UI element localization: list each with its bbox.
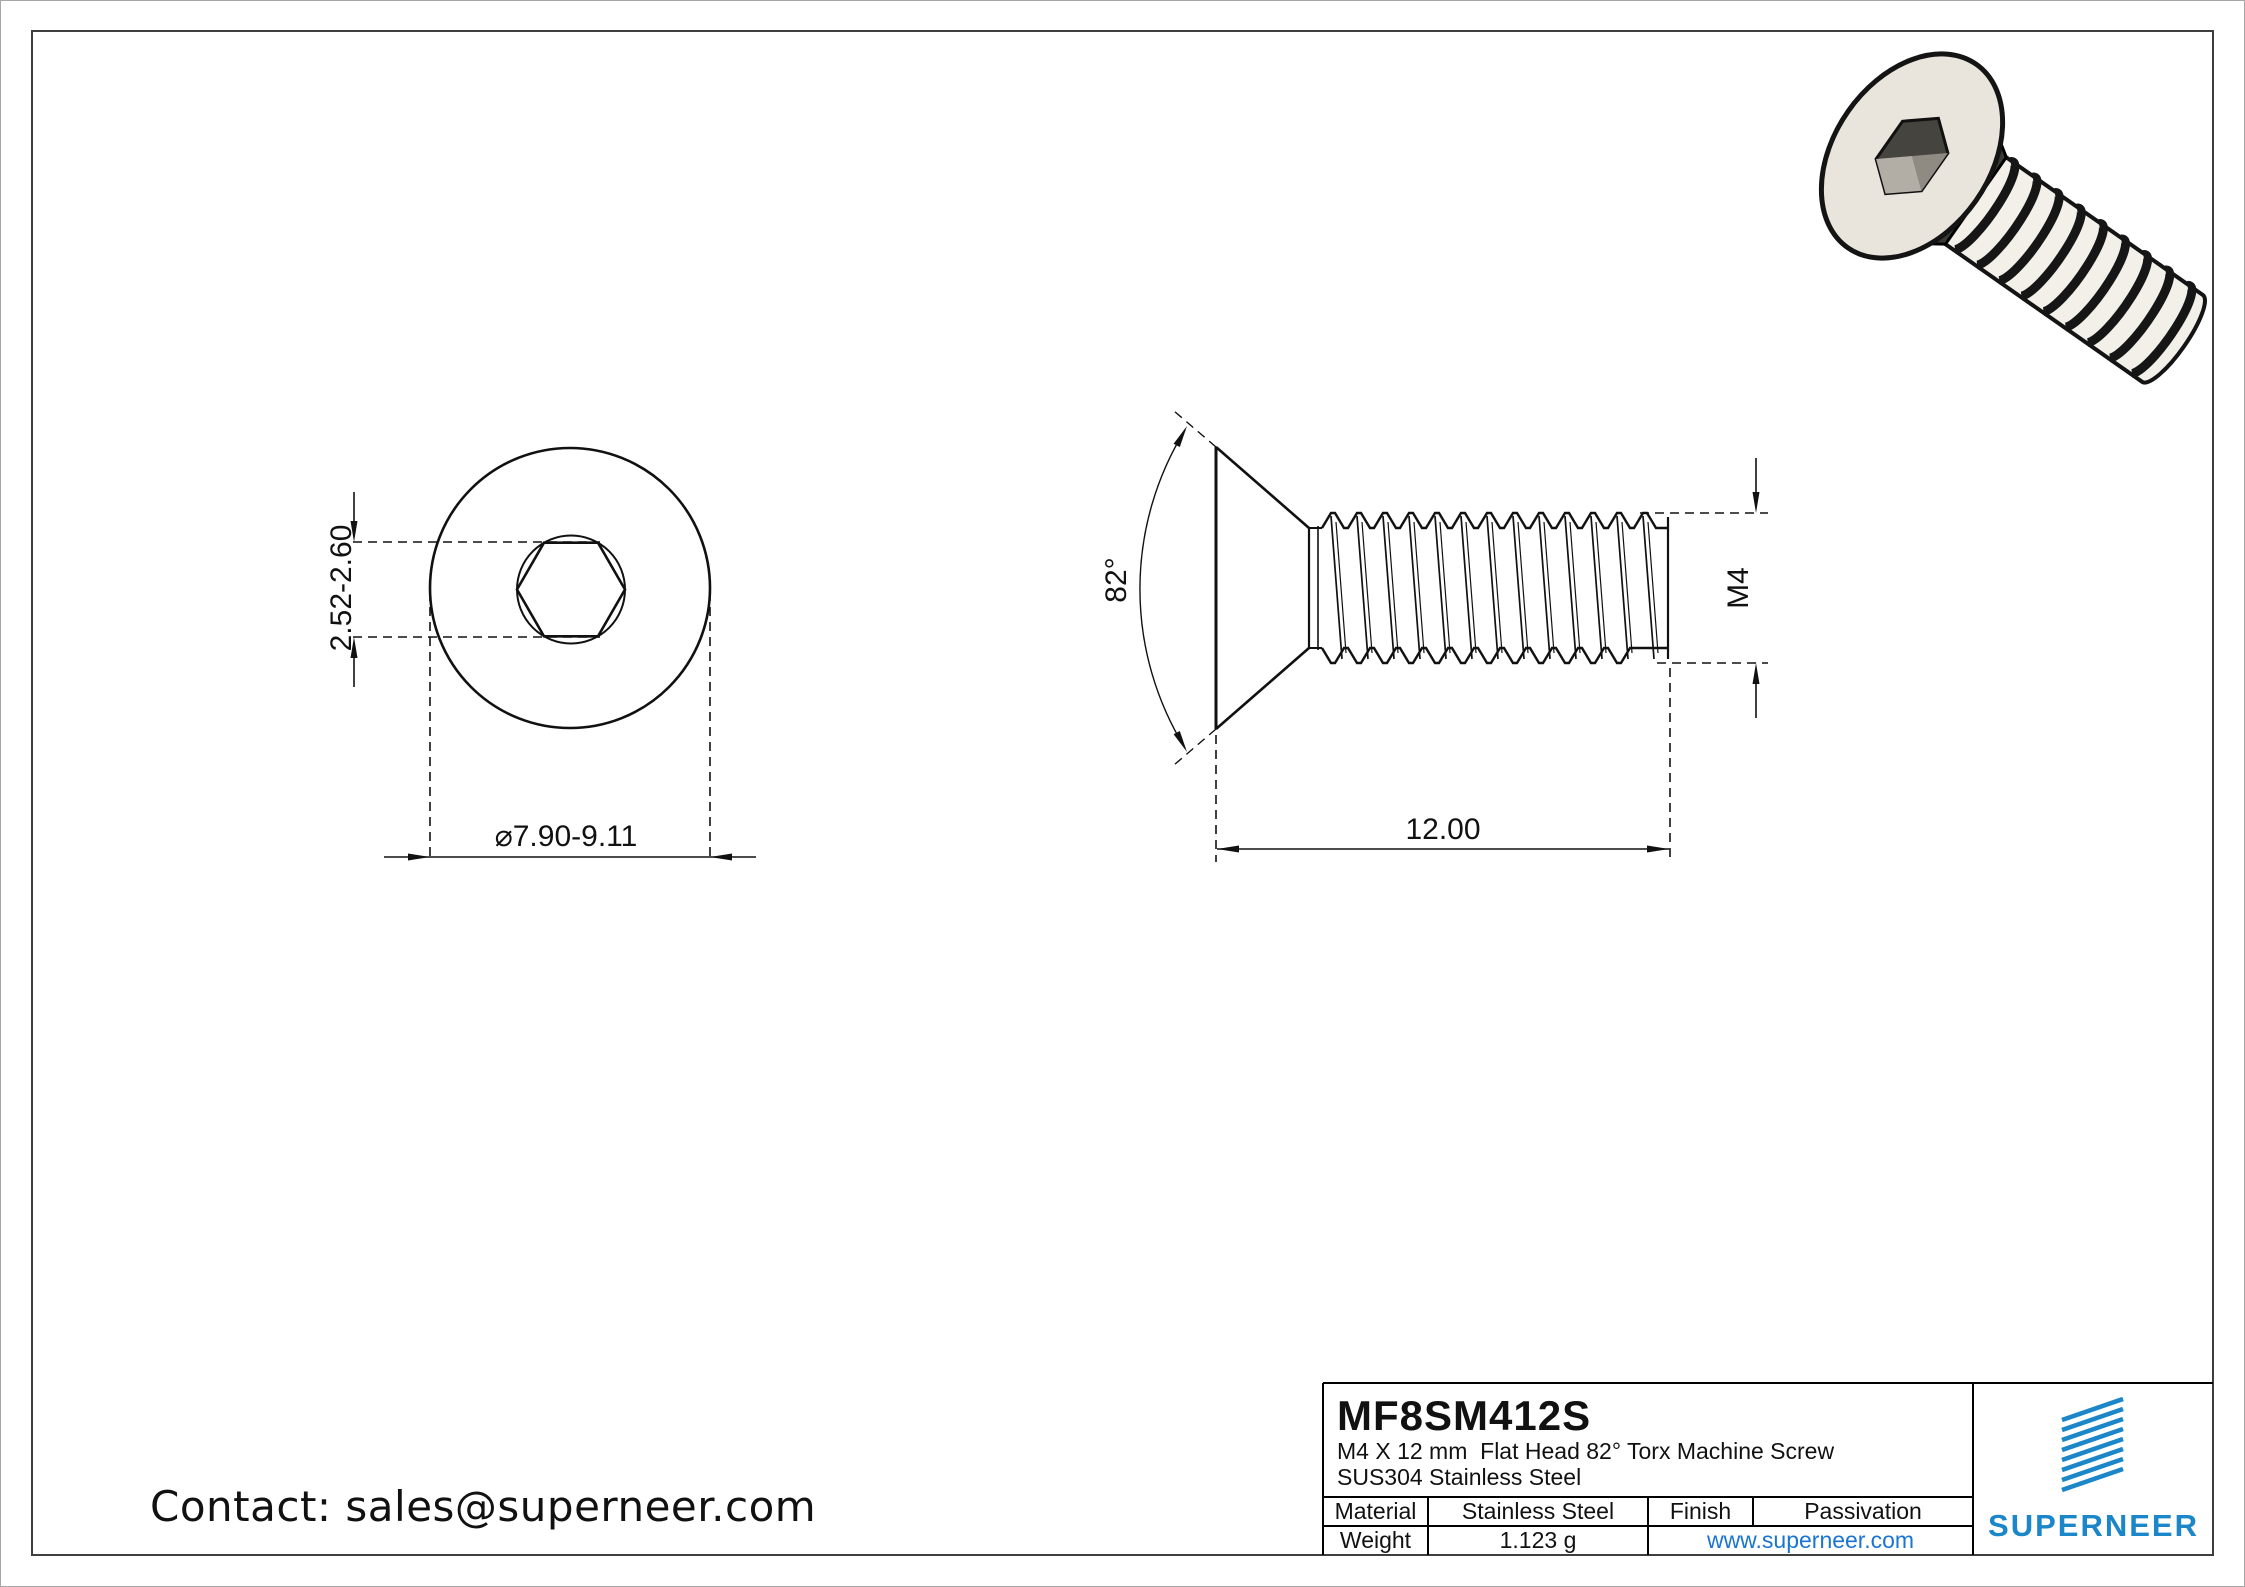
material-label: Material [1334,1498,1417,1524]
arrow-left-icon [1217,845,1239,853]
length-label: 12.00 [1405,813,1480,846]
arrow-up-icon [1752,663,1760,684]
screw-3d-render [1818,51,2207,385]
title-block-grid [1322,1382,2213,1555]
website-link[interactable]: www.superneer.com [1706,1527,1915,1553]
thread-bands [1954,157,2197,379]
brand-name: SUPERNEER [1988,1508,2199,1543]
thread-size-label: M4 [1722,567,1755,609]
weight-value: 1.123 g [1499,1527,1577,1553]
angle-dimension [1139,410,1217,766]
thread-size-dimension [1640,458,1768,718]
front-view [350,446,756,862]
socket-circle [516,534,626,645]
finish-value: Passivation [1804,1498,1922,1524]
thread-flanks [1330,515,1655,660]
socket-facet-mid [1912,153,1948,191]
angle-label: 82° [1100,557,1133,602]
thread-flanks-secondary [1335,521,1659,654]
socket-dimension-label: 2.52-2.60 [325,525,358,652]
description-line-2: SUS304 Stainless Steel [1337,1464,1582,1490]
side-view [1139,410,1768,862]
head-diameter-label: ⌀7.90-9.11 [495,819,638,854]
superneer-logo-icon [2061,1396,2124,1493]
arrow-up-icon [350,637,358,658]
head-diameter-dimension [384,592,756,862]
description-line-1: M4 X 12 mm Flat Head 82° Torx Machine Sc… [1337,1438,1835,1464]
socket-dimension [353,492,600,687]
arrow-down-icon [350,521,358,542]
contact-email-text: Contact: sales@superneer.com [150,1482,817,1531]
length-dimension [1215,668,1671,862]
finish-label: Finish [1669,1498,1732,1524]
part-number: MF8SM412S [1337,1392,1592,1439]
socket-facet-light [1876,156,1922,194]
head-outline-circle [428,446,712,730]
arc-arrow-top-icon [1173,426,1187,447]
hex-socket [515,541,627,638]
thread-bottom-profile [1320,646,1668,665]
arrow-right-icon [408,853,430,861]
arrow-down-icon [1752,492,1760,513]
material-value: Stainless Steel [1461,1498,1615,1524]
arrow-left-icon [710,853,732,861]
drawing-border-frame [31,30,2214,1556]
arc-arrow-bottom-icon [1173,731,1187,752]
thread-top-profile [1320,511,1668,530]
arrow-right-icon [1647,845,1669,853]
weight-label: Weight [1339,1527,1412,1553]
